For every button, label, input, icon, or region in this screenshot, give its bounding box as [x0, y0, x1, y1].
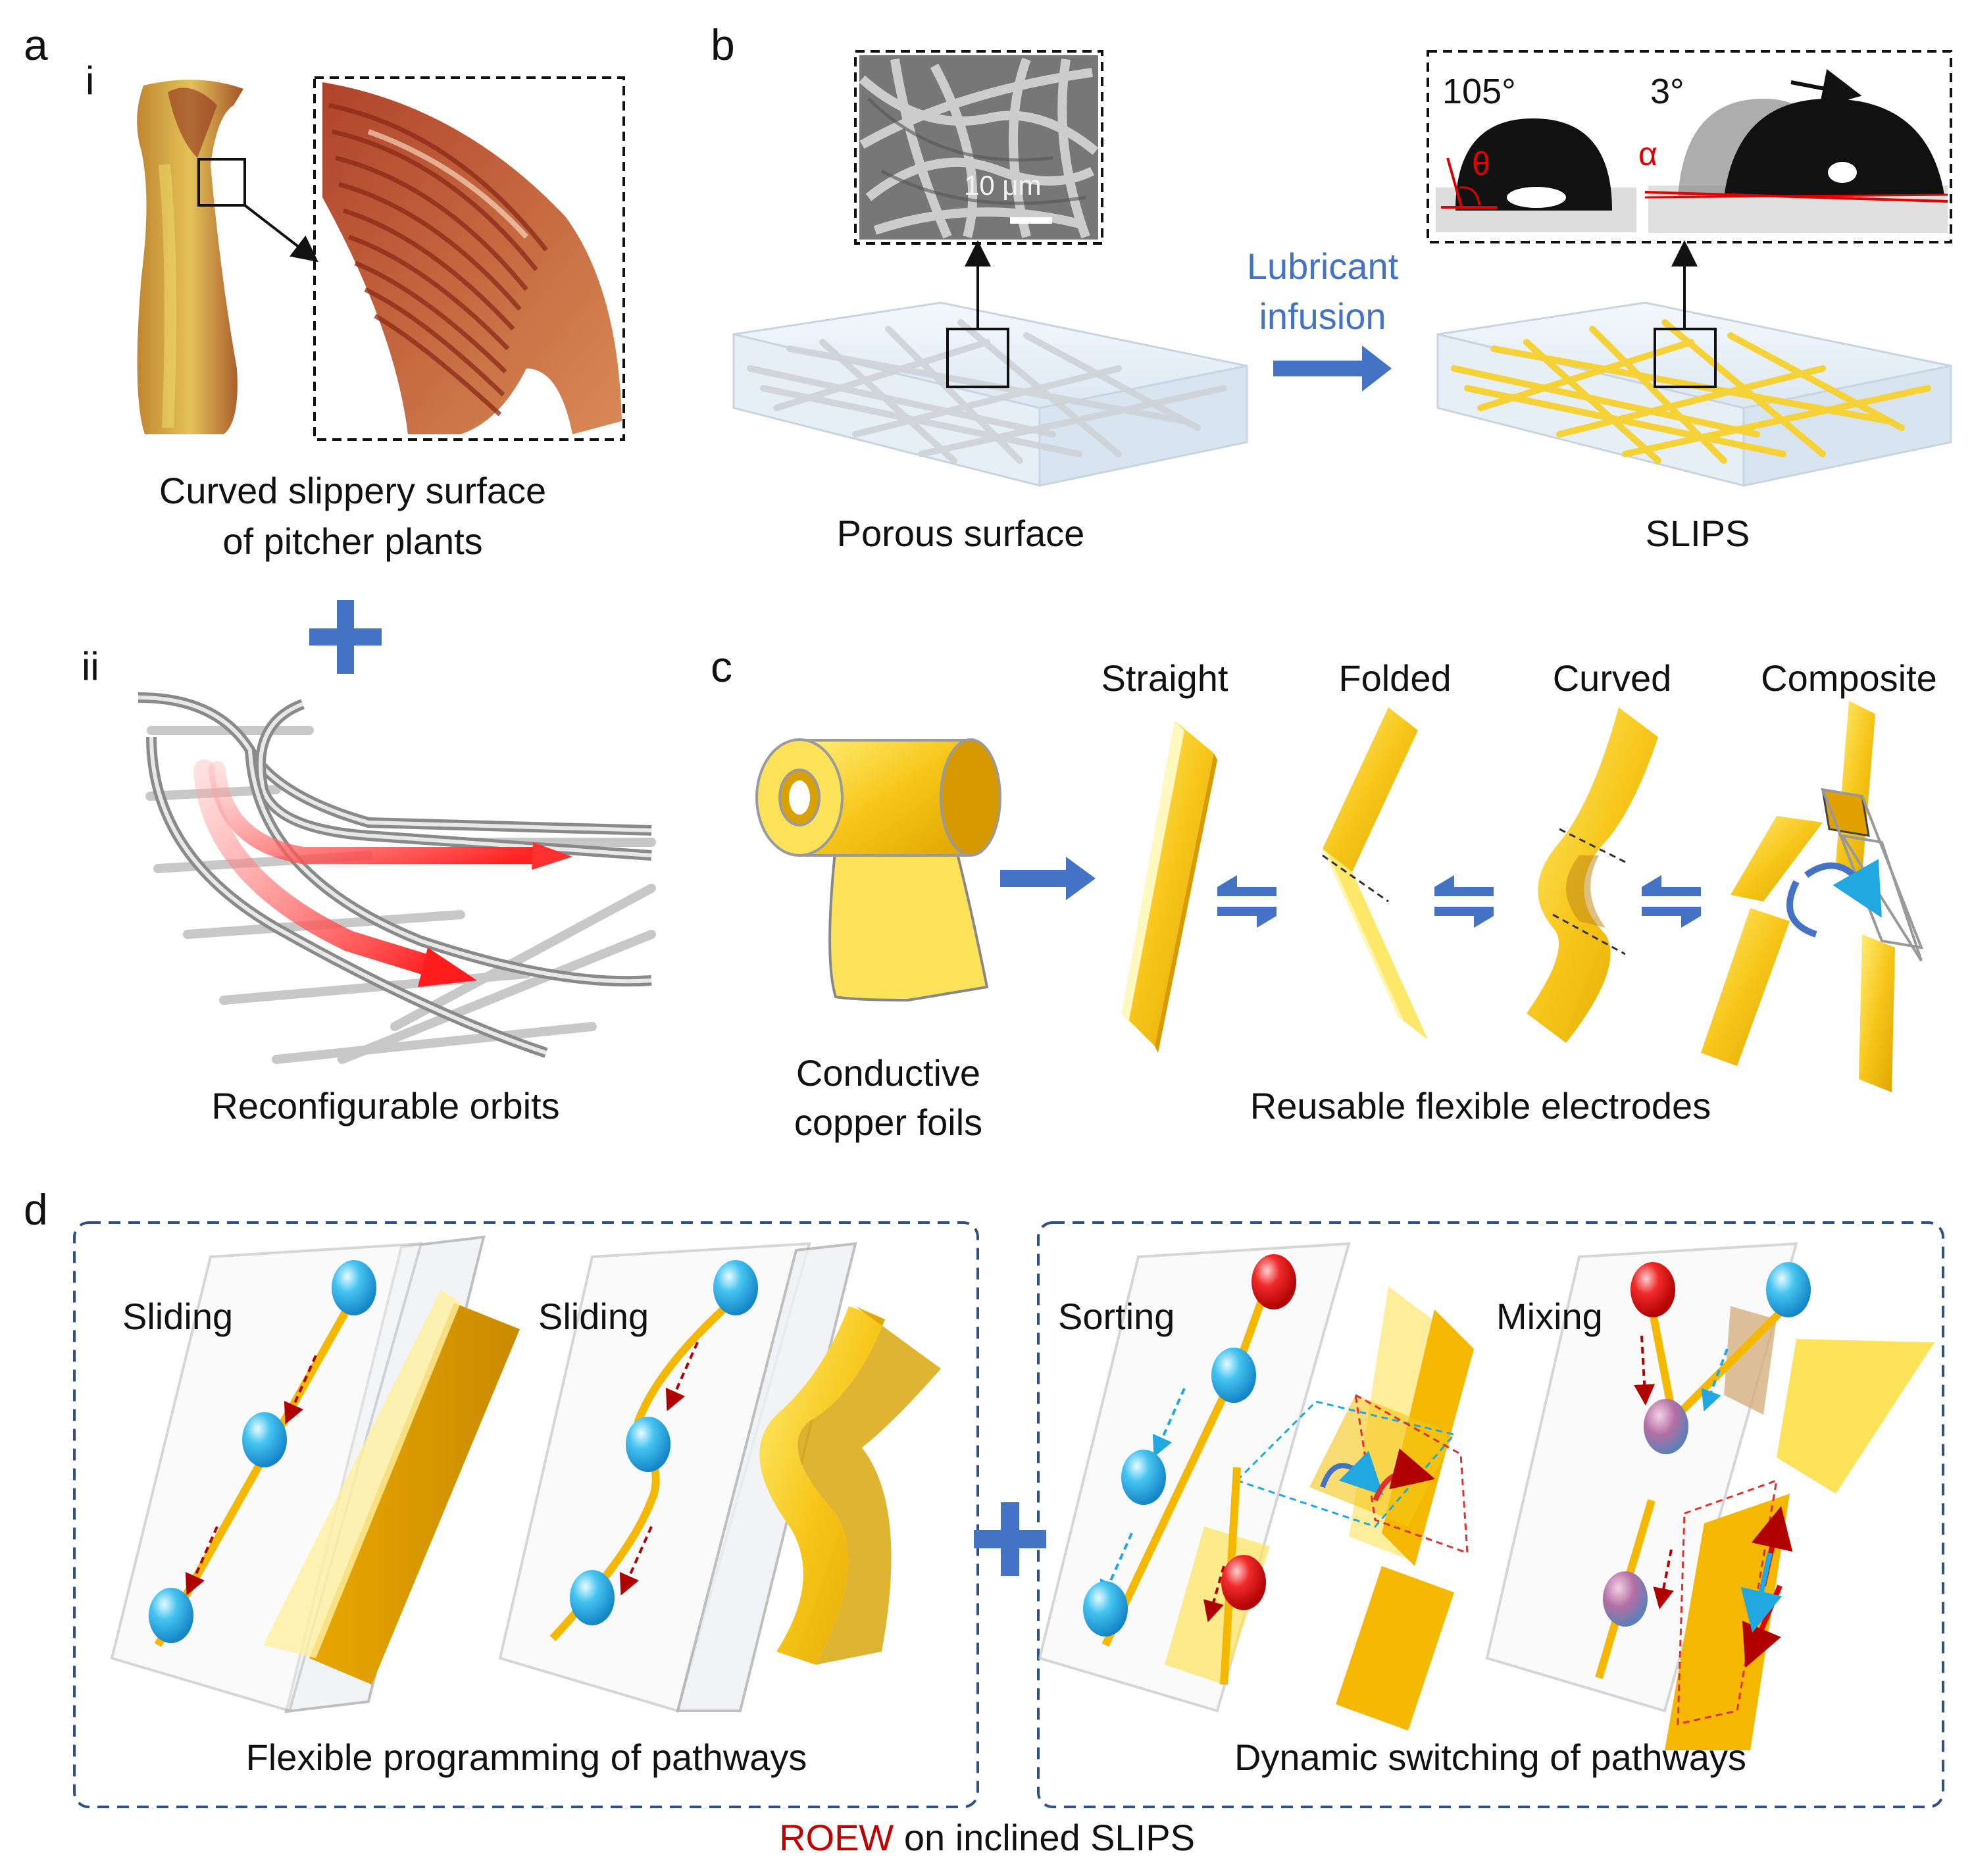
- sliding-angle-value: 3°: [1650, 72, 1684, 111]
- sem-fibers: [859, 57, 1099, 239]
- lubricant-label-line2: infusion: [1259, 295, 1386, 337]
- copper-foil-roll: [755, 738, 1001, 1002]
- panel-d-label: d: [24, 1185, 48, 1234]
- figure-footer: ROEW on inclined SLIPS: [658, 1816, 1316, 1859]
- sem-scale-bar: [1010, 217, 1052, 224]
- state-curved: Curved: [1552, 657, 1672, 699]
- sub-label-i: i: [86, 59, 95, 103]
- state-straight: Straight: [1101, 657, 1228, 699]
- sem-scale-label: 10 μm: [964, 170, 1042, 201]
- plus-icon: [309, 600, 382, 674]
- zoom-box: [197, 158, 246, 207]
- slips-plate-straight: [110, 1235, 520, 1713]
- label-sorting: Sorting: [1058, 1296, 1175, 1337]
- caption-flexible-programming: Flexible programming of pathways: [245, 1737, 807, 1778]
- caption-slips: SLIPS: [1645, 513, 1750, 554]
- box-flexible-programming: [73, 1221, 979, 1808]
- lubricant-label-line1: Lubricant: [1246, 245, 1399, 287]
- state-folded: Folded: [1338, 657, 1452, 699]
- caption-copper-foil-line2: copper foils: [794, 1102, 983, 1143]
- electrode-curved: [1527, 707, 1658, 1043]
- panel-b-label: b: [711, 20, 735, 69]
- contact-angle-value: 105°: [1442, 72, 1516, 111]
- slips-plate-mixing: [1485, 1242, 1934, 1750]
- state-composite: Composite: [1761, 657, 1937, 699]
- theta-symbol: θ: [1472, 145, 1490, 182]
- pitcher-plant-photo: [137, 80, 243, 435]
- footer-roew: ROEW: [779, 1817, 894, 1858]
- sub-label-ii: ii: [82, 644, 99, 688]
- caption-pitcher-line2: of pitcher plants: [222, 520, 483, 562]
- footer-rest: on inclined SLIPS: [894, 1817, 1195, 1858]
- caption-orbits: Reconfigurable orbits: [211, 1085, 560, 1127]
- caption-copper-foil-line1: Conductive: [796, 1052, 981, 1094]
- panel-a-label: a: [24, 20, 48, 69]
- lubricant-infusion-arrow: [1273, 345, 1392, 392]
- caption-dynamic-switching: Dynamic switching of pathways: [1234, 1737, 1747, 1778]
- equilibrium-arrows-3: [1642, 875, 1701, 928]
- slips-plate-curved: [498, 1242, 941, 1713]
- rail-track: [138, 692, 656, 1064]
- panel-c-label: c: [711, 642, 732, 691]
- electrode-straight: [1122, 721, 1217, 1053]
- caption-pitcher-line1: Curved slippery surface: [159, 470, 547, 511]
- plus-icon-d: [974, 1502, 1046, 1576]
- equilibrium-arrows-1: [1217, 875, 1277, 928]
- peristome-ridges: [322, 82, 622, 434]
- slips-slab: [1436, 301, 1952, 487]
- equilibrium-arrows-2: [1434, 875, 1494, 928]
- slips-plate-sorting: [1038, 1242, 1474, 1731]
- label-mixing: Mixing: [1496, 1296, 1603, 1337]
- pitcher-peristome-inset: [313, 76, 625, 441]
- alpha-symbol: α: [1638, 136, 1657, 172]
- caption-porous-surface: Porous surface: [836, 513, 1085, 554]
- label-sliding-straight: Sliding: [122, 1296, 234, 1337]
- box-dynamic-switching: [1037, 1221, 1944, 1808]
- caption-electrodes: Reusable flexible electrodes: [1250, 1085, 1711, 1127]
- electrode-composite: [1701, 701, 1924, 1092]
- porous-surface-slab: [732, 301, 1248, 487]
- electrode-folded: [1322, 707, 1428, 1040]
- label-sliding-curved: Sliding: [538, 1296, 649, 1337]
